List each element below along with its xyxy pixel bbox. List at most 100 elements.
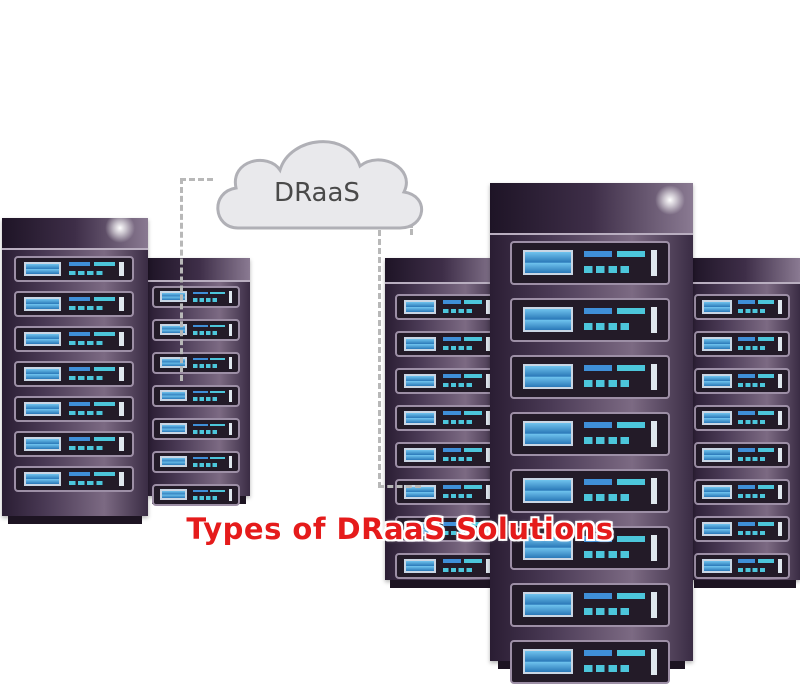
unit-drive [159,357,187,369]
status-led-icon [486,336,490,352]
unit-b2 [210,357,226,361]
server-unit [395,516,499,542]
unit-b1 [443,300,461,304]
status-led-icon [777,521,782,537]
unit-b2 [757,411,775,415]
unit-b2 [757,300,775,304]
unit-dots [443,419,473,424]
unit-drive [159,390,187,402]
unit-b2 [616,593,645,600]
status-led-icon [650,592,658,618]
unit-b1 [583,650,612,657]
unit-b2 [93,367,115,371]
server-unit [152,418,240,440]
unit-dots [192,496,218,500]
unit-dots [738,308,766,313]
unit-b1 [443,485,461,489]
unit-drive [702,484,732,499]
status-led-icon [777,373,782,389]
unit-b2 [93,437,115,441]
server-unit [395,553,499,579]
light-glare [105,213,135,243]
status-led-icon [119,296,124,312]
status-led-icon [119,436,124,452]
unit-b1 [192,291,208,295]
server-unit [152,319,240,341]
server-unit [152,484,240,506]
unit-b1 [192,324,208,328]
status-led-icon [119,261,124,277]
unit-dots [69,480,105,485]
server-unit [510,355,670,399]
server-unit [694,479,790,505]
unit-drive [522,478,573,503]
status-led-icon [486,484,490,500]
unit-b1 [69,262,91,266]
unit-dots [443,493,473,498]
unit-dots [443,530,473,535]
server-rack [490,183,693,684]
unit-b1 [583,593,612,600]
unit-b1 [69,332,91,336]
unit-drive [522,364,573,389]
unit-b2 [464,374,482,378]
server-unit [694,294,790,320]
unit-drive [522,307,573,332]
unit-dots [443,456,473,461]
unit-dots [738,456,766,461]
unit-b2 [616,536,645,543]
server-unit [14,361,134,387]
unit-b1 [192,357,208,361]
unit-drive [404,299,436,314]
unit-dots [738,419,766,424]
unit-drive [159,456,187,468]
status-led-icon [486,521,490,537]
unit-dots [192,298,218,302]
unit-b1 [738,300,755,304]
server-unit [694,516,790,542]
unit-dots [738,567,766,572]
unit-b2 [616,365,645,372]
status-led-icon [650,250,658,276]
unit-b1 [69,472,91,476]
unit-b2 [464,411,482,415]
rack-top [148,258,250,282]
unit-b1 [192,456,208,460]
unit-drive [159,291,187,303]
unit-b2 [464,300,482,304]
unit-b2 [616,479,645,486]
unit-drive [404,447,436,462]
server-unit [395,442,499,468]
unit-drive [702,373,732,388]
unit-drive [404,336,436,351]
status-led-icon [650,307,658,333]
unit-drive [24,401,62,416]
unit-drive [24,331,62,346]
server-rack [148,258,250,506]
unit-b1 [443,337,461,341]
unit-b2 [464,522,482,526]
unit-dots [192,430,218,434]
unit-b2 [464,559,482,563]
unit-b2 [210,390,226,394]
status-led-icon [777,410,782,426]
unit-dots [69,445,105,450]
unit-b1 [69,437,91,441]
unit-b2 [616,650,645,657]
unit-b1 [583,251,612,258]
status-led-icon [228,456,233,468]
unit-drive [24,436,62,451]
unit-dots [69,410,105,415]
unit-b1 [69,367,91,371]
unit-drive [24,296,62,311]
unit-b2 [93,262,115,266]
unit-b1 [443,522,461,526]
unit-dots [583,665,631,673]
status-led-icon [486,558,490,574]
server-unit [395,479,499,505]
rack-base [389,580,496,588]
unit-dots [583,437,631,445]
unit-b1 [738,448,755,452]
unit-dots [443,567,473,572]
unit-b2 [464,485,482,489]
